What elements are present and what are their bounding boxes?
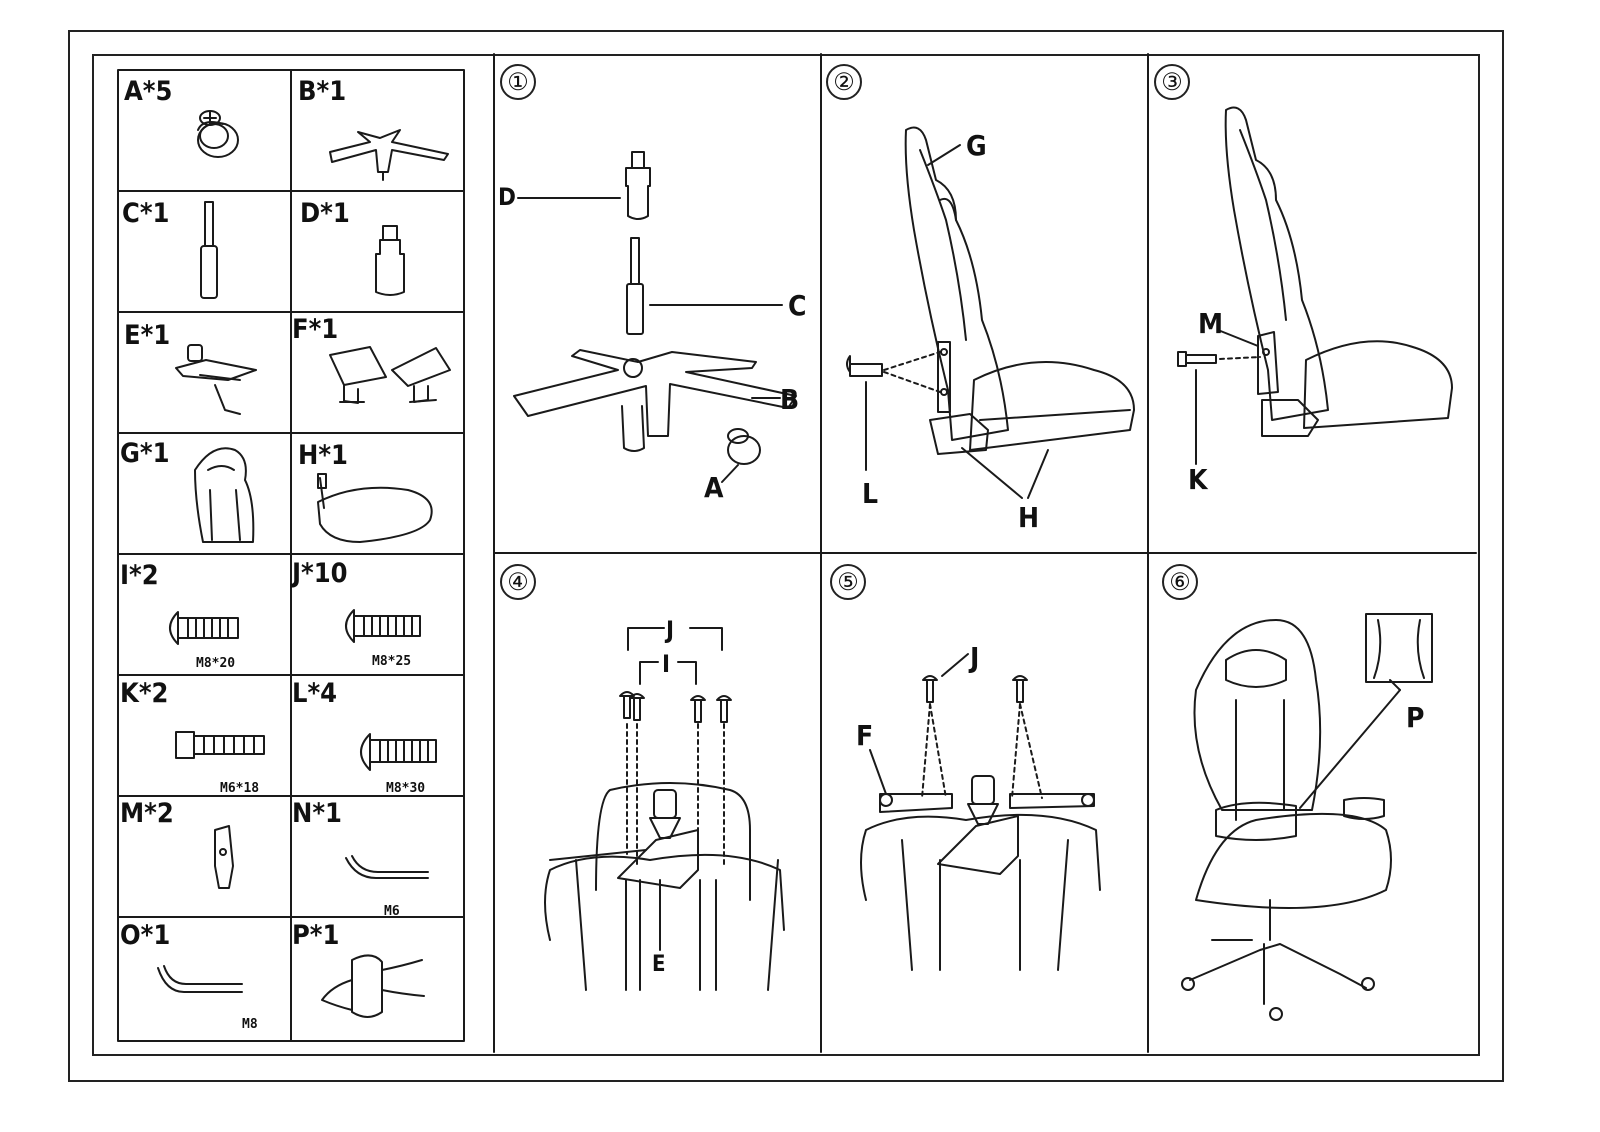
part-a-label: A*5 <box>124 76 173 107</box>
step-4-number: ④ <box>500 564 536 600</box>
bolt-m6x18-icon <box>175 731 265 759</box>
step4-drawing <box>544 627 785 991</box>
allen-key-m6-icon <box>345 855 429 879</box>
mechanism-icon <box>175 344 257 415</box>
step1-drawing <box>513 151 797 483</box>
part-l-label: L*4 <box>292 678 338 709</box>
step-6-number: ⑥ <box>1162 564 1198 600</box>
backrest-icon <box>194 447 255 543</box>
part-n-size: M6 <box>384 904 400 919</box>
step4-callout-j: J <box>666 616 675 644</box>
step1-callout-a: A <box>704 471 724 504</box>
step6-callout-p: P <box>1406 701 1425 734</box>
part-i-label: I*2 <box>120 560 159 591</box>
allen-key-m8-icon <box>157 965 243 993</box>
part-i-size: M8*20 <box>196 656 236 671</box>
part-p-label: P*1 <box>292 920 340 951</box>
step2-callout-g: G <box>966 129 987 162</box>
step5-drawing <box>860 653 1101 971</box>
seat-icon <box>317 473 433 543</box>
step1-caster-icon <box>727 428 761 465</box>
part-o-size: M8 <box>242 1017 258 1032</box>
bracket-icon <box>214 825 234 889</box>
part-k-size: M6*18 <box>220 781 260 796</box>
part-j-size: M8*25 <box>372 654 412 669</box>
step2-drawing <box>846 126 1135 499</box>
bolt-m8x25-icon <box>345 609 421 643</box>
part-d-label: D*1 <box>300 198 350 229</box>
part-b-label: B*1 <box>298 76 347 107</box>
step5-bolt-icons <box>922 675 1028 703</box>
armrests-icon <box>329 346 451 404</box>
cylinder-cover-icon <box>375 225 405 296</box>
step5-callout-f: F <box>856 719 874 752</box>
step3-drawing <box>1177 106 1453 465</box>
gas-lift-icon <box>200 201 218 299</box>
parts-table-grid <box>117 69 465 1042</box>
step-panels-grid <box>493 53 1477 1053</box>
step6-drawing <box>1181 613 1433 1021</box>
step5-callout-j: J <box>970 641 980 674</box>
part-j-label: J*10 <box>292 558 348 589</box>
step-5-number: ⑤ <box>830 564 866 600</box>
step-1-number: ① <box>500 64 536 100</box>
inner-border <box>92 54 1480 1056</box>
part-k-label: K*2 <box>120 678 169 709</box>
step4-callout-e: E <box>652 952 666 977</box>
part-c-label: C*1 <box>122 198 170 229</box>
part-l-size: M8*30 <box>386 781 426 796</box>
part-m-label: M*2 <box>120 798 174 829</box>
part-o-label: O*1 <box>120 920 171 951</box>
step3-callout-k: K <box>1188 463 1208 496</box>
step1-callout-d: D <box>498 183 516 211</box>
step-2-number: ② <box>826 64 862 100</box>
pillow-icon <box>321 954 425 1018</box>
part-h-label: H*1 <box>298 440 348 471</box>
caster-icon <box>197 110 239 158</box>
part-e-label: E*1 <box>124 320 171 351</box>
base-icon <box>329 129 449 181</box>
step4-bolt-icons <box>619 691 732 723</box>
step1-callout-b: B <box>780 383 800 416</box>
bolt-m8x30-icon <box>360 733 437 771</box>
step2-callout-h: H <box>1018 501 1040 534</box>
outer-border <box>68 30 1504 1082</box>
part-n-label: N*1 <box>292 798 342 829</box>
bolt-m8x20-icon <box>169 611 239 645</box>
step4-callout-i: I <box>662 650 671 678</box>
step2-callout-l: L <box>862 477 879 510</box>
part-g-label: G*1 <box>120 438 170 469</box>
part-f-label: F*1 <box>292 314 339 345</box>
step1-callout-c: C <box>788 289 807 322</box>
step3-callout-m: M <box>1198 307 1224 340</box>
step-3-number: ③ <box>1154 64 1190 100</box>
